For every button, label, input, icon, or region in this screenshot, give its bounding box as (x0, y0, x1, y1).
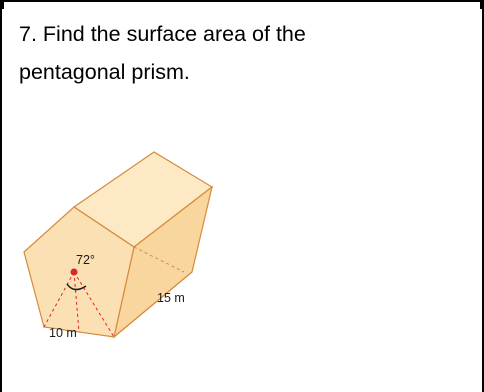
radius-line-left (43, 271, 75, 328)
prism-bottom-edge (113, 271, 193, 338)
question-line-1: 7. Find the surface area of the (19, 22, 306, 46)
question-line-2: pentagonal prism. (19, 60, 190, 84)
angle-label: 72° (76, 253, 95, 267)
apothem-line (73, 271, 80, 333)
pentagon-center-dot (70, 268, 78, 276)
height-label: 15 m (157, 291, 185, 305)
question-text: 7. Find the surface area of the pentagon… (19, 15, 469, 91)
right-divider-tick (480, 2, 482, 9)
angle-arc (66, 283, 87, 291)
side-label: 10 m (49, 326, 77, 340)
left-divider-tick (2, 2, 4, 9)
pentagonal-prism-figure: 72° 15 m 10 m (23, 151, 214, 340)
radius-line-right (73, 271, 115, 338)
